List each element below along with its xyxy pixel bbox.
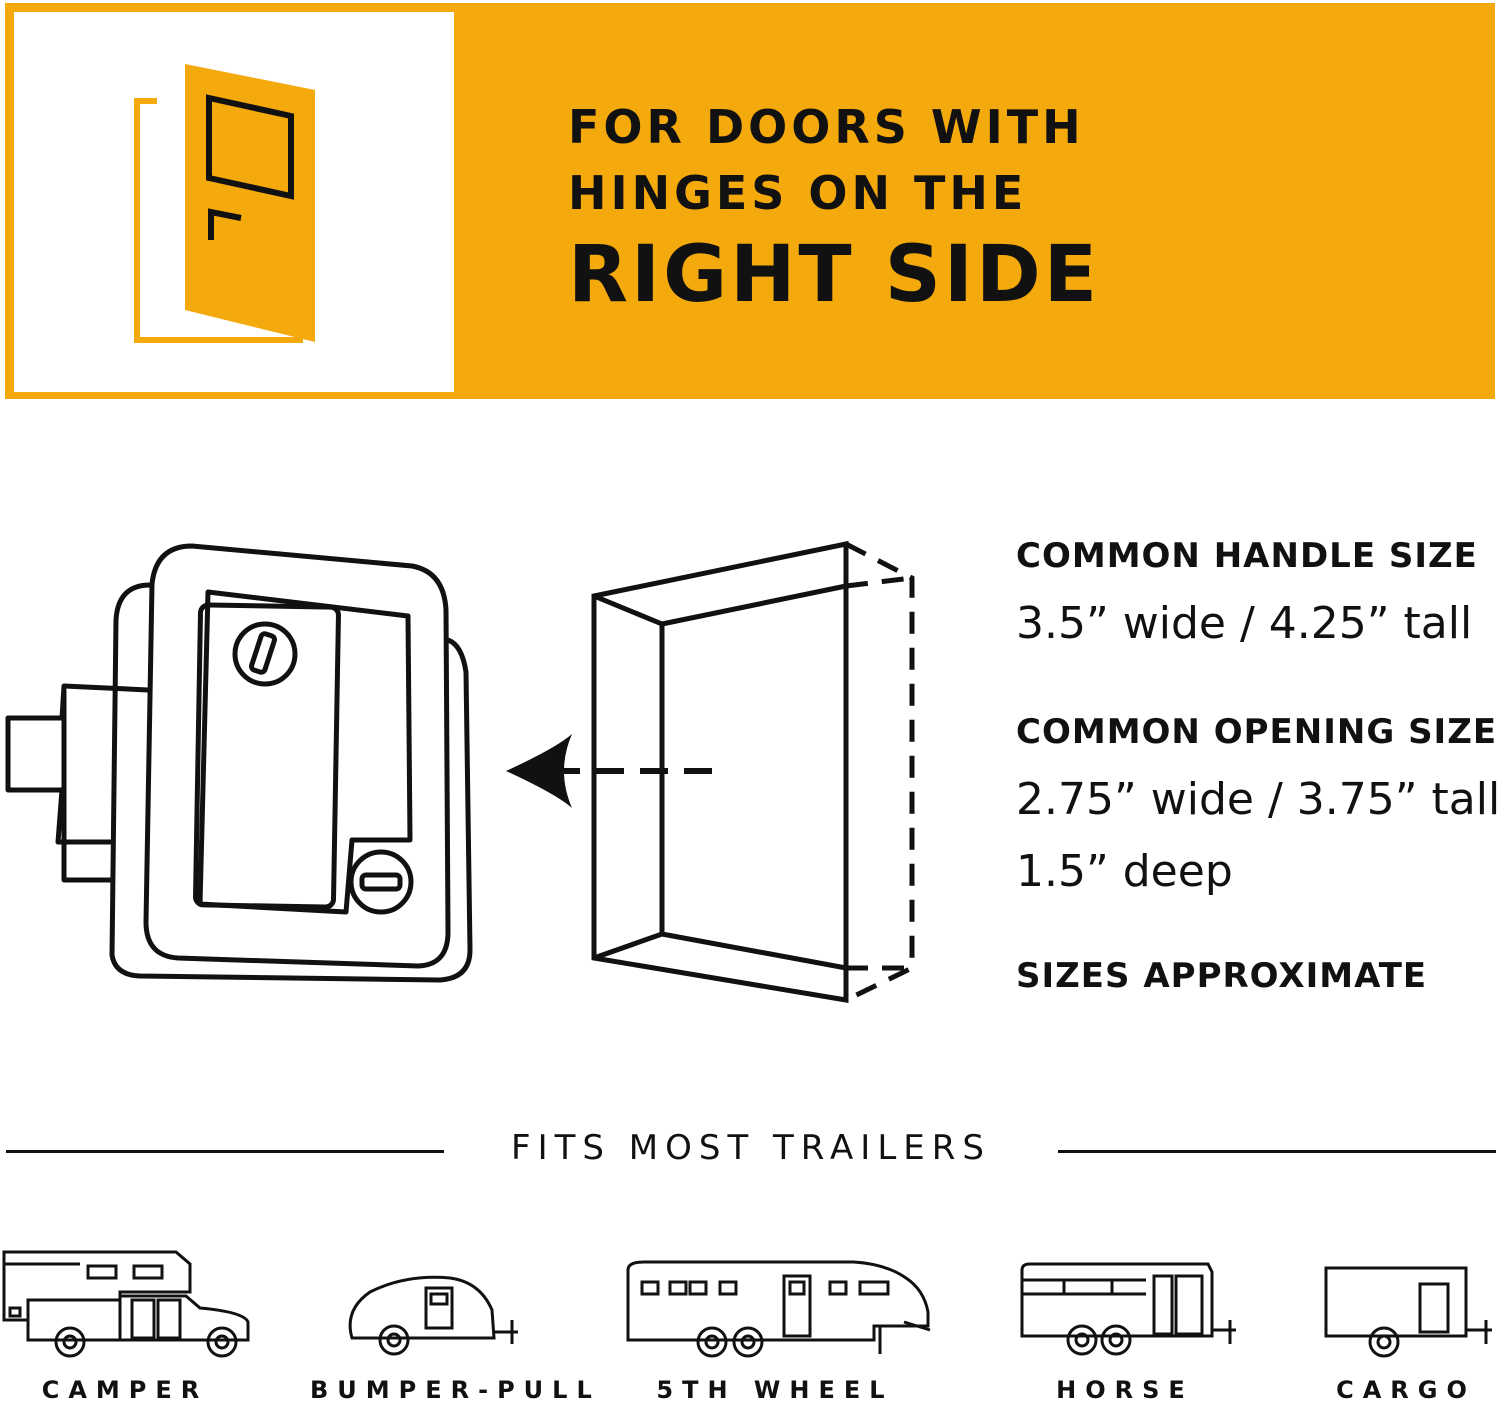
- bumper-pull-icon: [348, 1275, 518, 1356]
- fifth-wheel-icon: [626, 1260, 931, 1358]
- divider-right: [1058, 1150, 1496, 1153]
- latch-diagram: [5, 540, 915, 1003]
- opening-size-value: 2.75” wide / 3.75” tall: [1016, 774, 1500, 825]
- sizes-note: SIZES APPROXIMATE: [1016, 956, 1428, 996]
- handle-size-heading: COMMON HANDLE SIZE: [1016, 536, 1478, 576]
- opening-illustration: [591, 540, 915, 1003]
- camper-icon: [2, 1250, 250, 1358]
- arrow-left-icon: [506, 734, 712, 808]
- opening-depth-value: 1.5” deep: [1016, 846, 1233, 897]
- latch-handle-illustration: [5, 543, 473, 983]
- trailer-label-horse: HORSE: [1056, 1376, 1194, 1404]
- trailer-label-bumper-pull: BUMPER-PULL: [310, 1376, 601, 1404]
- divider-left: [6, 1150, 444, 1153]
- banner-line-1: FOR DOORS WITH: [568, 100, 1085, 154]
- horse-trailer-icon: [1020, 1262, 1236, 1356]
- banner-line-2: HINGES ON THE: [568, 166, 1028, 220]
- fits-title: FITS MOST TRAILERS: [511, 1128, 991, 1168]
- trailer-label-5th-wheel: 5TH WHEEL: [656, 1376, 894, 1404]
- trailer-label-camper: CAMPER: [41, 1376, 209, 1404]
- banner-title: RIGHT SIDE: [568, 230, 1100, 320]
- trailer-label-cargo: CARGO: [1336, 1376, 1476, 1404]
- handle-size-value: 3.5” wide / 4.25” tall: [1016, 598, 1473, 649]
- door-hinge-icon: [134, 64, 315, 343]
- opening-size-heading: COMMON OPENING SIZE: [1016, 712, 1498, 752]
- cargo-trailer-icon: [1324, 1266, 1492, 1358]
